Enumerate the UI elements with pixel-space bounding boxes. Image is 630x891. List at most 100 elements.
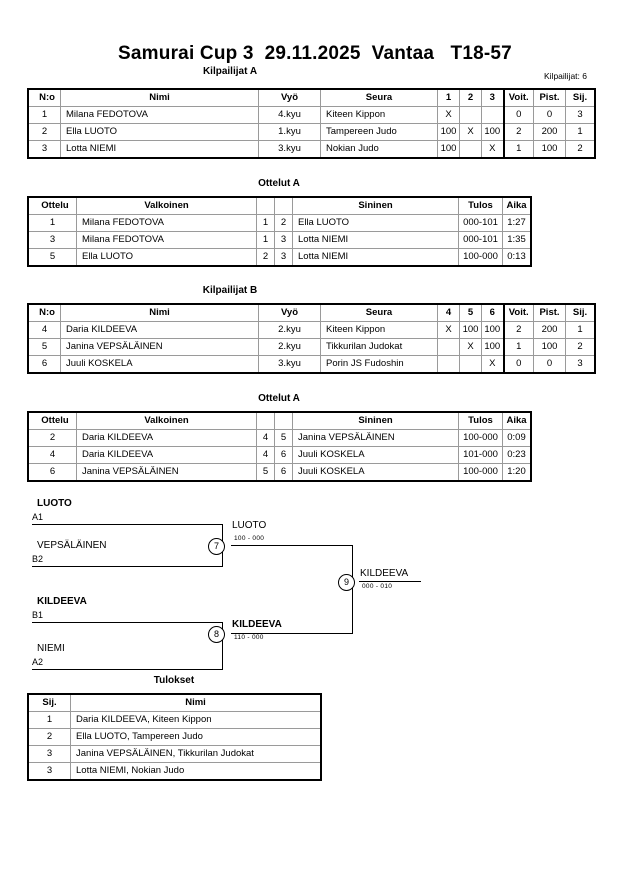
cell-result: 101-000 (458, 446, 503, 464)
col-sininen: Sininen (292, 412, 459, 430)
cell-rank: 1 (565, 123, 595, 141)
table-row: 4 Daria KILDEEVA 4 6 Juuli KOSKELA 101-0… (28, 446, 531, 464)
cell-belt: 2.kyu (258, 338, 321, 356)
cell-result: 000-101 (458, 214, 503, 232)
bracket-entry-name: VEPSÄLÄINEN (37, 540, 107, 551)
cell-name: Daria KILDEEVA, Kiteen Kippon (70, 711, 321, 729)
col-m1: 1 (437, 89, 460, 107)
cell-belt: 4.kyu (258, 106, 321, 124)
col-valkoinen: Valkoinen (76, 412, 257, 430)
cell-white: Milana FEDOTOVA (76, 214, 257, 232)
cell-wins: 2 (502, 123, 534, 141)
table-row: 1 Milana FEDOTOVA 4.kyu Kiteen Kippon X … (28, 106, 595, 124)
bracket-entry-seed: A1 (32, 512, 44, 522)
bracket-entry-name: KILDEEVA (37, 596, 87, 607)
col-white-no (256, 412, 275, 430)
bracket-entry-seed: B1 (32, 610, 44, 620)
table-header-row: N:o Nimi Vyö Seura 1 2 3 Voit. Pist. Sij… (28, 89, 595, 107)
cell-time: 1:20 (502, 463, 531, 481)
col-blue-no (274, 412, 293, 430)
cell-blue-no: 6 (274, 446, 293, 464)
cell-match-no: 1 (28, 214, 77, 232)
cell-m5: 100 (459, 321, 482, 339)
bracket-line (32, 622, 223, 623)
results-table: Sij. Nimi 1 Daria KILDEEVA, Kiteen Kippo… (27, 693, 322, 781)
table-row: 2 Ella LUOTO, Tampereen Judo (28, 728, 321, 746)
competitor-count: Kilpailijat: 6 (544, 71, 587, 81)
col-wins: Voit. (502, 304, 534, 322)
cell-rank: 3 (565, 106, 595, 124)
table-row: 3 Janina VEPSÄLÄINEN, Tikkurilan Judokat (28, 745, 321, 763)
cell-club: Tikkurilan Judokat (320, 338, 438, 356)
col-m3: 3 (481, 89, 504, 107)
col-tulos: Tulos (458, 197, 503, 215)
cell-name: Janina VEPSÄLÄINEN, Tikkurilan Judokat (70, 745, 321, 763)
cell-points: 200 (533, 321, 566, 339)
cell-wins: 1 (502, 140, 534, 158)
cell-name: Ella LUOTO, Tampereen Judo (70, 728, 321, 746)
cell-blue-no: 5 (274, 429, 293, 447)
cell-white-no: 1 (256, 231, 275, 249)
col-rank: Sij. (28, 694, 71, 712)
cell-white: Ella LUOTO (76, 248, 257, 266)
tournament-bracket: LUOTO A1 VEPSÄLÄINEN B2 7 LUOTO 100 - 00… (0, 495, 630, 680)
bracket-line (32, 566, 223, 567)
col-m5: 5 (459, 304, 482, 322)
cell-rank: 1 (28, 711, 71, 729)
cell-white-no: 4 (256, 429, 275, 447)
cell-match-no: 6 (28, 463, 77, 481)
cell-club: Nokian Judo (320, 140, 438, 158)
cell-m4 (437, 338, 460, 356)
cell-blue: Ella LUOTO (292, 214, 459, 232)
cell-m6: 100 (481, 321, 504, 339)
table-row: 2 Daria KILDEEVA 4 5 Janina VEPSÄLÄINEN … (28, 429, 531, 447)
cell-points: 100 (533, 140, 566, 158)
cell-time: 0:09 (502, 429, 531, 447)
cell-blue: Juuli KOSKELA (292, 446, 459, 464)
col-blue-no (274, 197, 293, 215)
col-name: Nimi (60, 89, 259, 107)
table-header-row: Ottelu Valkoinen Sininen Tulos Aika (28, 412, 531, 430)
cell-m6: X (481, 355, 504, 373)
col-name: Nimi (70, 694, 321, 712)
pool-b-table: N:o Nimi Vyö Seura 4 5 6 Voit. Pist. Sij… (27, 303, 596, 374)
col-no: N:o (28, 89, 61, 107)
cell-name: Lotta NIEMI, Nokian Judo (70, 762, 321, 780)
col-m6: 6 (481, 304, 504, 322)
col-points: Pist. (533, 304, 566, 322)
col-rank: Sij. (565, 89, 595, 107)
cell-wins: 0 (502, 106, 534, 124)
table-header-row: N:o Nimi Vyö Seura 4 5 6 Voit. Pist. Sij… (28, 304, 595, 322)
cell-rank: 2 (28, 728, 71, 746)
cell-m2: X (459, 123, 482, 141)
cell-rank: 1 (565, 321, 595, 339)
col-sininen: Sininen (292, 197, 459, 215)
cell-time: 1:27 (502, 214, 531, 232)
pool-a-heading: Kilpailijat A (202, 66, 258, 77)
cell-no: 3 (28, 140, 61, 158)
cell-blue-no: 3 (274, 248, 293, 266)
table-row: 3 Lotta NIEMI 3.kyu Nokian Judo 100 X 1 … (28, 140, 595, 158)
cell-white: Daria KILDEEVA (76, 446, 257, 464)
bracket-entry-seed: A2 (32, 657, 44, 667)
matches-a-heading: Ottelut A (258, 178, 300, 189)
cell-time: 0:23 (502, 446, 531, 464)
cell-points: 100 (533, 338, 566, 356)
bracket-line (32, 524, 223, 525)
cell-no: 6 (28, 355, 61, 373)
cell-club: Kiteen Kippon (320, 106, 438, 124)
cell-belt: 2.kyu (258, 321, 321, 339)
matches-b-heading: Ottelut A (258, 393, 300, 404)
cell-match-no: 2 (28, 429, 77, 447)
table-row: 6 Juuli KOSKELA 3.kyu Porin JS Fudoshin … (28, 355, 595, 373)
col-name: Nimi (60, 304, 259, 322)
col-m2: 2 (459, 89, 482, 107)
matches-a-table: Ottelu Valkoinen Sininen Tulos Aika 1 Mi… (27, 196, 532, 267)
col-ottelu: Ottelu (28, 197, 77, 215)
col-wins: Voit. (502, 89, 534, 107)
cell-match-no: 3 (28, 231, 77, 249)
table-header-row: Sij. Nimi (28, 694, 321, 712)
bracket-node-winner: KILDEEVA (232, 619, 282, 630)
cell-result: 100-000 (458, 248, 503, 266)
cell-blue: Lotta NIEMI (292, 231, 459, 249)
